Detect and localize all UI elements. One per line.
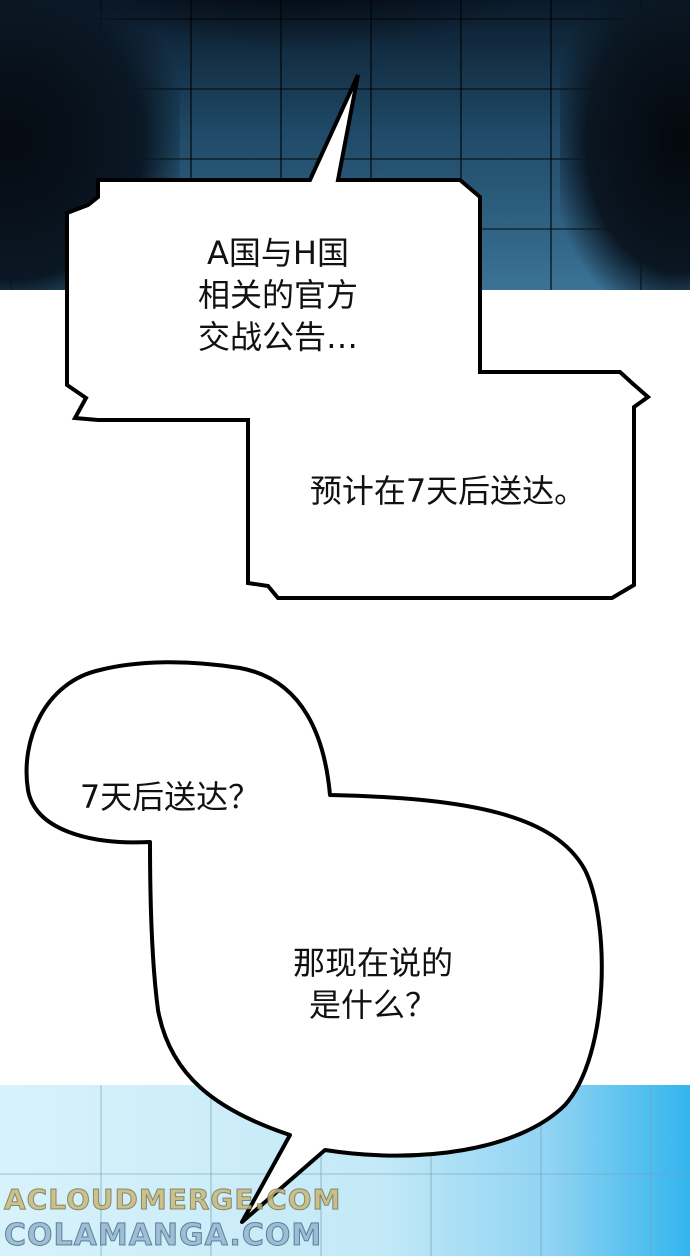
- spiky-bubble-announcement: [65, 74, 652, 600]
- round-bubble-question: [24, 660, 604, 1224]
- bubble-text-delivery: 预计在7天后送达。: [309, 472, 587, 510]
- watermark-colamanga: COLAMANGA.COM: [3, 1218, 323, 1254]
- character-silhouette-right: [560, 0, 690, 290]
- bubble-text-seven-days: 7天后送达？: [79, 778, 261, 816]
- bubble-text-what-now: 那现在说的 是什么？: [292, 944, 453, 1024]
- character-hair-shadow: [40, 0, 560, 50]
- watermark-acloudmerge: ACLOUDMERGE.COM: [3, 1183, 342, 1217]
- bubble-text-announcement: A国与H国 相关的官方 交战公告…: [197, 234, 358, 356]
